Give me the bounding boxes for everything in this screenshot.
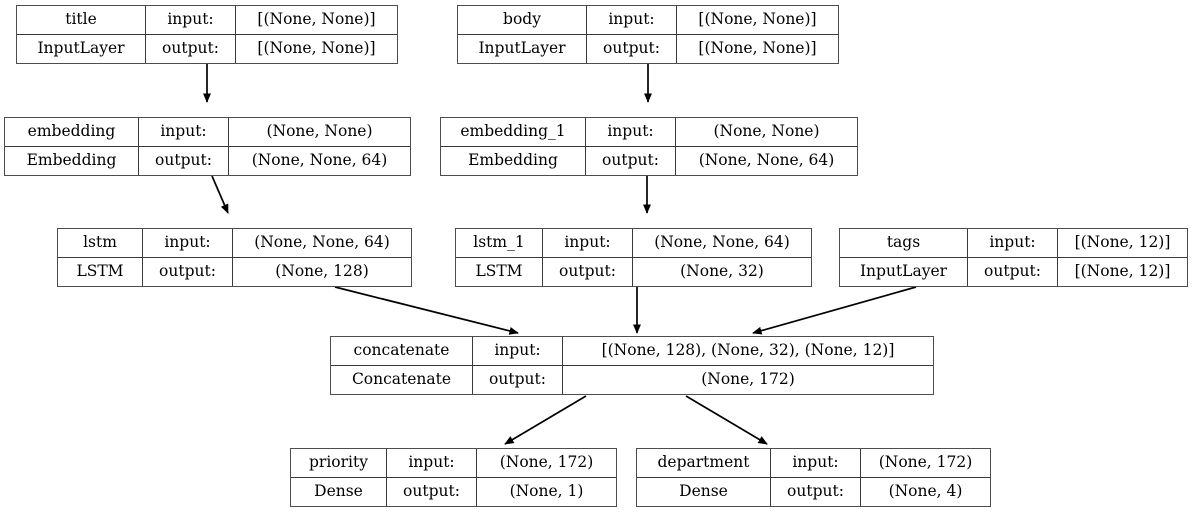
node-embedding-1[interactable]: embedding_1 input: (None, None) Embeddin… — [440, 117, 858, 176]
node-lstm-1-output-label: output: — [543, 258, 633, 286]
node-concatenate-input-label: input: — [473, 337, 563, 365]
node-tags-name: tags — [840, 229, 968, 257]
node-department-name: department — [637, 449, 771, 477]
node-priority-output-shape: (None, 1) — [509, 482, 584, 501]
node-tags-class: InputLayer — [840, 258, 968, 286]
node-lstm-input-row: lstm input: (None, None, 64) — [58, 229, 411, 258]
edge-concatenate-to-priority — [504, 395, 587, 445]
node-department[interactable]: department input: (None, 172) Dense outp… — [636, 448, 991, 507]
node-department-output-shape: (None, 4) — [888, 482, 963, 501]
node-lstm-output-row: LSTM output: (None, 128) — [58, 258, 411, 286]
node-lstm-1-input-label: input: — [543, 229, 633, 257]
node-embedding-1-output-row: Embedding output: (None, None, 64) — [441, 147, 857, 175]
node-lstm[interactable]: lstm input: (None, None, 64) LSTM output… — [57, 228, 412, 287]
node-embedding-input-label: input: — [139, 118, 229, 146]
edge-lstm-to-concatenate — [334, 286, 519, 335]
node-department-input-label: input: — [771, 449, 861, 477]
node-body-output-row: InputLayer output: [(None, None)] — [458, 35, 838, 63]
node-embedding-input-shape: (None, None) — [266, 122, 373, 141]
node-body-output-label: output: — [587, 35, 677, 63]
node-title-input-row: title input: [(None, None)] — [17, 6, 397, 35]
node-lstm-output-label: output: — [143, 258, 233, 286]
node-lstm-input-shape: (None, None, 64) — [254, 233, 390, 252]
node-department-output-row: Dense output: (None, 4) — [637, 478, 990, 506]
node-lstm-class: LSTM — [58, 258, 143, 286]
node-body-name: body — [458, 6, 587, 34]
node-embedding-name: embedding — [5, 118, 139, 146]
node-concatenate-output-shape: (None, 172) — [701, 370, 795, 389]
node-embedding-1-output-shape: (None, None, 64) — [698, 151, 835, 170]
node-department-input-row: department input: (None, 172) — [637, 449, 990, 478]
node-body-class: InputLayer — [458, 35, 587, 63]
node-concatenate-class: Concatenate — [331, 366, 473, 394]
node-priority-name: priority — [291, 449, 387, 477]
node-lstm-1-input-row: lstm_1 input: (None, None, 64) — [456, 229, 811, 258]
node-concatenate-output-label: output: — [473, 366, 563, 394]
node-embedding-input-row: embedding input: (None, None) — [5, 118, 410, 147]
node-tags-input-row: tags input: [(None, 12)] — [840, 229, 1187, 258]
node-title-output-label: output: — [146, 35, 236, 63]
node-lstm-output-shape: (None, 128) — [275, 262, 369, 281]
node-concatenate-input-row: concatenate input: [(None, 128), (None, … — [331, 337, 933, 366]
node-body-input-row: body input: [(None, None)] — [458, 6, 838, 35]
node-tags-input-label: input: — [968, 229, 1058, 257]
node-title-output-shape: [(None, None)] — [257, 39, 376, 58]
node-title-name: title — [17, 6, 146, 34]
node-embedding-1-name: embedding_1 — [441, 118, 586, 146]
node-embedding-1-output-label: output: — [586, 147, 676, 175]
node-lstm-1-class: LSTM — [456, 258, 543, 286]
node-priority-output-label: output: — [387, 478, 477, 506]
node-body-output-shape: [(None, None)] — [698, 39, 817, 58]
node-embedding-1-input-row: embedding_1 input: (None, None) — [441, 118, 857, 147]
node-tags[interactable]: tags input: [(None, 12)] InputLayer outp… — [839, 228, 1188, 287]
node-body[interactable]: body input: [(None, None)] InputLayer ou… — [457, 5, 839, 64]
node-body-input-label: input: — [587, 6, 677, 34]
node-tags-output-row: InputLayer output: [(None, 12)] — [840, 258, 1187, 286]
node-lstm-name: lstm — [58, 229, 143, 257]
node-priority[interactable]: priority input: (None, 172) Dense output… — [290, 448, 617, 507]
node-embedding-output-label: output: — [139, 147, 229, 175]
node-concatenate-input-shape: [(None, 128), (None, 32), (None, 12)] — [601, 341, 895, 360]
node-lstm-1-input-shape: (None, None, 64) — [654, 233, 790, 252]
node-tags-output-label: output: — [968, 258, 1058, 286]
node-lstm-1[interactable]: lstm_1 input: (None, None, 64) LSTM outp… — [455, 228, 812, 287]
node-lstm-1-output-shape: (None, 32) — [680, 262, 764, 281]
node-title-input-label: input: — [146, 6, 236, 34]
node-embedding-output-shape: (None, None, 64) — [251, 151, 388, 170]
node-priority-output-row: Dense output: (None, 1) — [291, 478, 616, 506]
node-embedding[interactable]: embedding input: (None, None) Embedding … — [4, 117, 411, 176]
node-concatenate-name: concatenate — [331, 337, 473, 365]
node-department-class: Dense — [637, 478, 771, 506]
edge-embedding-to-lstm — [211, 175, 229, 214]
node-department-input-shape: (None, 172) — [878, 453, 973, 472]
node-priority-class: Dense — [291, 478, 387, 506]
node-lstm-1-output-row: LSTM output: (None, 32) — [456, 258, 811, 286]
node-lstm-1-name: lstm_1 — [456, 229, 543, 257]
node-body-input-shape: [(None, None)] — [698, 10, 817, 29]
node-department-output-label: output: — [771, 478, 861, 506]
node-embedding-class: Embedding — [5, 147, 139, 175]
node-embedding-1-input-label: input: — [586, 118, 676, 146]
node-embedding-output-row: Embedding output: (None, None, 64) — [5, 147, 410, 175]
node-embedding-1-input-shape: (None, None) — [713, 122, 820, 141]
node-priority-input-label: input: — [387, 449, 477, 477]
node-concatenate[interactable]: concatenate input: [(None, 128), (None, … — [330, 336, 934, 395]
node-title-output-row: InputLayer output: [(None, None)] — [17, 35, 397, 63]
edge-tags-to-concatenate — [752, 286, 917, 335]
node-title-input-shape: [(None, None)] — [257, 10, 376, 29]
node-priority-input-shape: (None, 172) — [499, 453, 594, 472]
node-priority-input-row: priority input: (None, 172) — [291, 449, 616, 478]
edge-concatenate-to-department — [685, 395, 768, 445]
node-embedding-1-class: Embedding — [441, 147, 586, 175]
node-lstm-input-label: input: — [143, 229, 233, 257]
node-concatenate-output-row: Concatenate output: (None, 172) — [331, 366, 933, 394]
node-title[interactable]: title input: [(None, None)] InputLayer o… — [16, 5, 398, 64]
node-title-class: InputLayer — [17, 35, 146, 63]
node-tags-output-shape: [(None, 12)] — [1074, 262, 1171, 281]
node-tags-input-shape: [(None, 12)] — [1074, 233, 1171, 252]
